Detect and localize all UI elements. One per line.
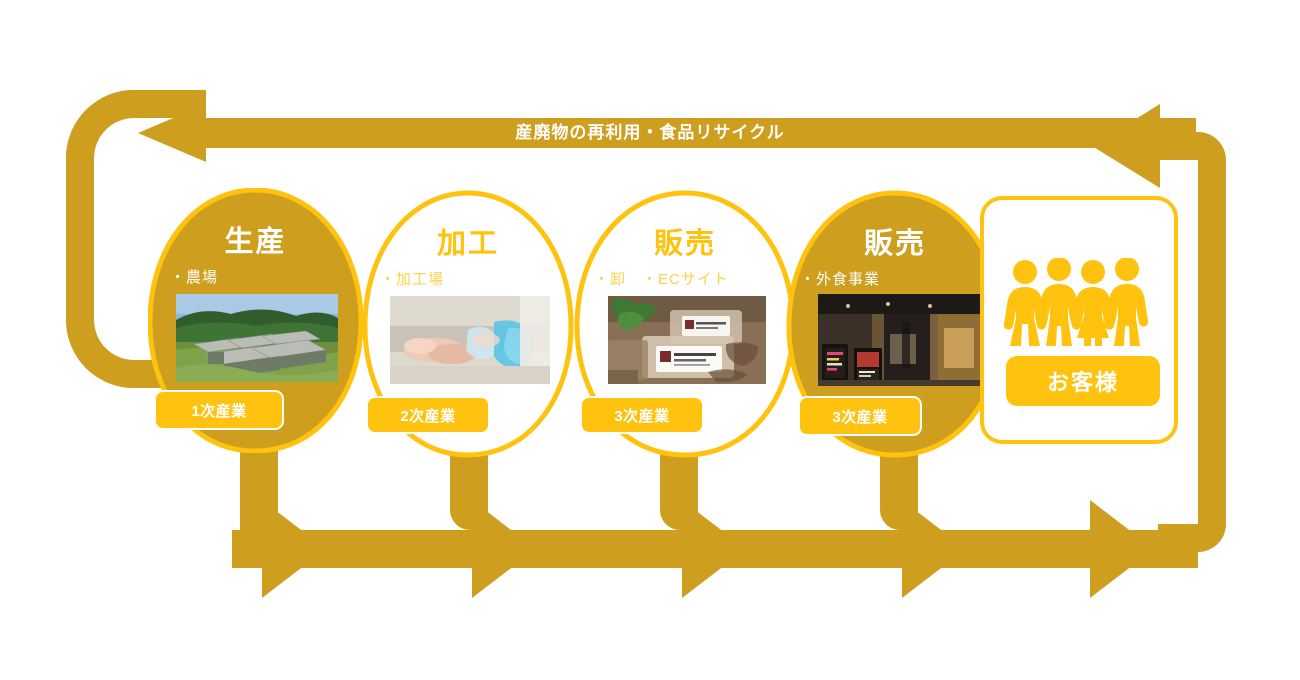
recycle-return-left-channel [66,90,206,388]
stage-1-subtitle: ・農場 [170,269,219,286]
stage-4-badge-label: 3次産業 [832,408,888,426]
bottom-flow-arrowhead-end [1090,500,1154,598]
stage-2-badge[interactable]: 2次産業 [366,396,490,434]
restaurant-storefront-photo [818,294,980,386]
customer-badge-label: お客様 [1046,370,1119,395]
farm-barns-photo [176,294,338,382]
stage-3-title: 販売 [653,228,716,260]
stage-3-badge[interactable]: 3次産業 [580,396,704,434]
stage-bubble-4[interactable]: 販売 ・外食事業 [786,190,1004,458]
processing-plant-photo [390,296,550,384]
stage-4-title: 販売 [863,228,926,260]
bottom-to-right-riser [1130,530,1198,568]
four-people-icon [984,258,1174,354]
stage-4-subtitle: ・外食事業 [800,271,881,288]
elbow-arrowhead-stage3 [682,500,746,598]
recycle-banner-arrowhead-left-tri [138,104,206,162]
stage-1-badge[interactable]: 1次産業 [154,390,284,430]
stage-bubble-1[interactable]: 生産 ・農場 [148,188,363,453]
customer-card[interactable]: お客様 [980,196,1178,444]
stage-1-badge-label: 1次産業 [191,402,247,420]
elbow-arrowhead-stage1 [262,500,326,598]
stage-bubble-2[interactable]: 加工 ・加工場 [362,190,574,458]
stage-2-subtitle: ・加工場 [380,271,445,288]
packaged-products-photo [608,296,766,384]
stage-bubble-3[interactable]: 販売 ・卸 ・ECサイト [574,190,796,458]
elbow-arrowhead-stage4 [902,500,966,598]
elbow-arrowhead-stage2 [472,500,536,598]
stage-3-subtitle: ・卸 ・ECサイト [594,271,729,288]
stage-2-title: 加工 [436,228,499,260]
recycle-return-path-right [1092,104,1226,552]
stage-2-badge-label: 2次産業 [400,407,456,425]
customer-badge[interactable]: お客様 [1006,356,1160,406]
stage-1-title: 生産 [224,226,287,258]
stage-3-badge-label: 3次産業 [614,407,670,425]
recycle-banner-bar [196,118,1196,148]
stage-4-badge[interactable]: 3次産業 [798,396,922,436]
